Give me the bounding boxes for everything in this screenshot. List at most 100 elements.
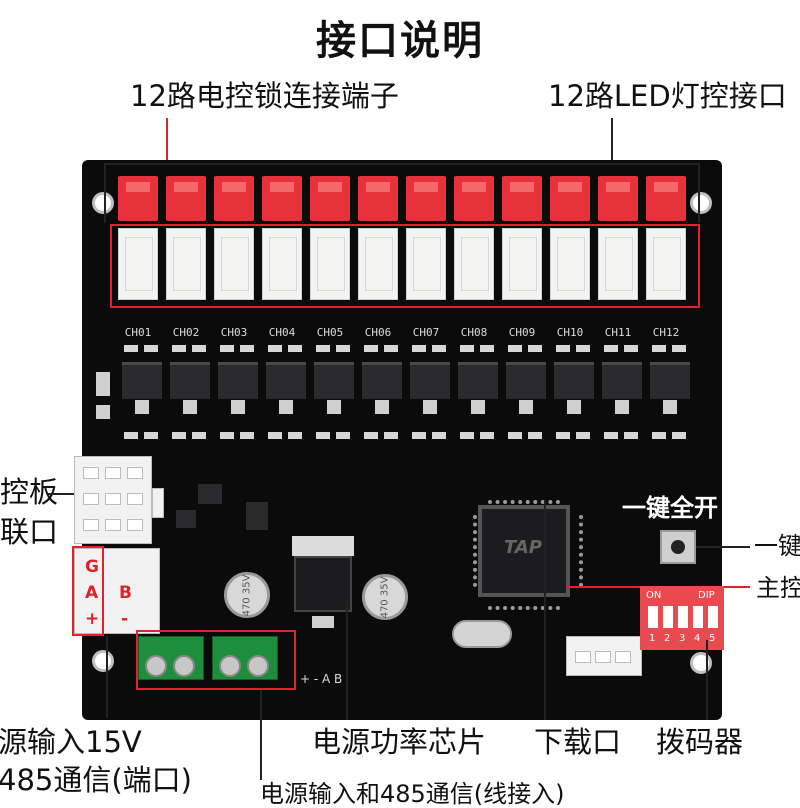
pin-label: A — [85, 583, 99, 603]
dip-switch-toggle[interactable] — [648, 606, 658, 628]
channel-label: CH11 — [604, 326, 632, 339]
label-comm-port: 485通信(端口) — [0, 763, 192, 797]
connector-latch — [152, 488, 164, 518]
channel-label: CH06 — [364, 326, 392, 339]
frame-line — [698, 163, 700, 223]
white-connector — [406, 228, 446, 300]
red-connector — [310, 176, 350, 221]
mount-hole — [690, 652, 712, 674]
channel-label: CH03 — [220, 326, 248, 339]
leader-line-control — [48, 493, 74, 495]
channel-label: CH04 — [268, 326, 296, 339]
dip-number: 4 — [694, 633, 701, 644]
red-connector — [406, 176, 446, 221]
label-control-board-port: 联口 — [0, 515, 59, 549]
led-connector-box — [110, 224, 700, 308]
label-main-control-side: 主控 — [756, 574, 800, 602]
pin-label: B — [119, 583, 132, 603]
channel-label: CH12 — [652, 326, 680, 339]
smd-component — [96, 372, 110, 396]
red-connector — [454, 176, 494, 221]
terminal-highlight — [136, 630, 296, 690]
leader-line-led — [611, 118, 613, 186]
white-connector — [166, 228, 206, 300]
mount-hole — [690, 192, 712, 214]
white-connector — [310, 228, 350, 300]
dip-switch-toggle[interactable] — [693, 606, 703, 628]
label-one-key-side: 一键 — [754, 532, 800, 560]
white-connector-row — [118, 228, 698, 302]
pin-label: - — [121, 609, 129, 629]
mosfet-row — [122, 362, 702, 422]
power-chip — [294, 556, 352, 612]
small-ic — [176, 510, 196, 528]
main-controller-chip: TAP — [473, 500, 583, 610]
dip-label: DIP — [698, 590, 715, 601]
white-connector — [118, 228, 158, 300]
label-dip-switch: 拨码器 — [656, 725, 744, 759]
label-led-interface: 12路LED灯控接口 — [548, 79, 787, 113]
mount-hole — [92, 192, 114, 214]
red-connector — [214, 176, 254, 221]
dip-number: 1 — [649, 633, 656, 644]
leader-line-dip — [706, 640, 708, 720]
chip-marking: TAP — [504, 537, 543, 558]
one-key-open-label: 一键全开 — [622, 494, 718, 522]
pin-label: + — [85, 609, 100, 629]
button-cap — [671, 540, 685, 554]
channel-label: CH08 — [460, 326, 488, 339]
dip-switch: ON DIP 1 2 3 4 5 — [640, 586, 724, 650]
label-download-port: 下载口 — [534, 725, 622, 759]
channel-label: CH09 — [508, 326, 536, 339]
label-power-input: 源输入15V — [0, 725, 142, 759]
screw-terminal — [212, 636, 278, 680]
terminal-pin-label: + - A B — [300, 672, 343, 686]
pin-label: G — [85, 557, 99, 577]
smd-component — [96, 405, 110, 419]
small-ic — [246, 502, 268, 530]
channel-label: CH05 — [316, 326, 344, 339]
red-connector — [598, 176, 638, 221]
red-connector — [358, 176, 398, 221]
white-connector — [454, 228, 494, 300]
one-key-open-button[interactable] — [660, 530, 696, 564]
capacitor-label: 470 35V — [241, 574, 253, 617]
red-connector — [262, 176, 302, 221]
channel-label: CH10 — [556, 326, 584, 339]
white-connector — [502, 228, 542, 300]
white-connector — [646, 228, 686, 300]
label-power-chip: 电源功率芯片 — [312, 725, 487, 759]
label-control-board: 控板 — [0, 475, 59, 509]
white-connector — [358, 228, 398, 300]
channel-label: CH07 — [412, 326, 440, 339]
leader-line-download — [544, 500, 546, 720]
white-connector — [262, 228, 302, 300]
leader-line-power — [106, 636, 108, 718]
channel-label: CH02 — [172, 326, 200, 339]
dip-switch-toggle[interactable] — [708, 606, 718, 628]
red-connector — [502, 176, 542, 221]
smd-row — [120, 345, 700, 359]
label-lock-terminals: 12路电控锁连接端子 — [130, 79, 399, 113]
label-power-input-terminal: 电源输入和485通信(线接入) — [260, 780, 565, 808]
control-board-connector — [74, 456, 152, 544]
dip-switch-toggle[interactable] — [663, 606, 673, 628]
white-connector — [598, 228, 638, 300]
download-port-connector — [566, 636, 642, 676]
dip-switch-toggle[interactable] — [678, 606, 688, 628]
red-connector — [118, 176, 158, 221]
capacitor-label: 470 35V — [379, 576, 391, 619]
white-connector — [550, 228, 590, 300]
red-connector — [646, 176, 686, 221]
leader-line-chip — [346, 600, 348, 720]
leader-line-terminal — [260, 690, 262, 780]
dip-number: 2 — [664, 633, 671, 644]
red-connector-row — [118, 176, 698, 224]
mount-hole — [92, 650, 114, 672]
channel-label: CH01 — [124, 326, 152, 339]
small-ic — [198, 484, 222, 504]
leader-line-one-key — [696, 546, 750, 548]
electrolytic-capacitor — [362, 574, 408, 620]
power-chip-tab — [292, 536, 354, 556]
frame-line — [104, 163, 700, 165]
